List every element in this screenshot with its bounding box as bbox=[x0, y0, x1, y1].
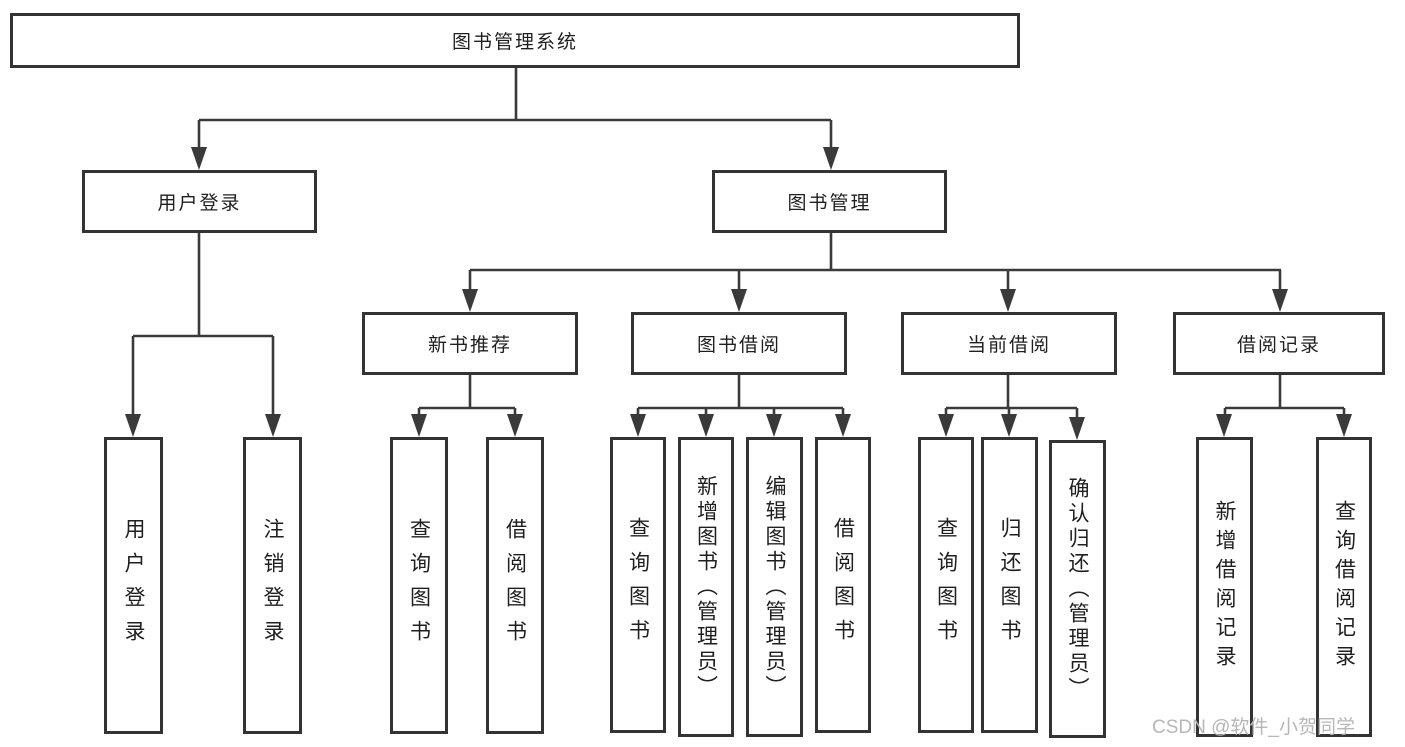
leaf-user-login: 用户登录 bbox=[104, 437, 163, 734]
leaf-add-books-admin: 新增图书（管理员） bbox=[678, 437, 734, 737]
node-root: 图书管理系统 bbox=[10, 13, 1020, 68]
node-book-borrow-label: 图书借阅 bbox=[696, 335, 781, 356]
leaf-add-books-admin-label: 新增图书（管理员） bbox=[694, 474, 718, 700]
leaf-add-borrow-record: 新增借阅记录 bbox=[1196, 437, 1253, 737]
leaf-borrow-books: 借阅图书 bbox=[815, 437, 871, 733]
node-book-borrow: 图书借阅 bbox=[631, 312, 847, 375]
watermark: CSDN @软件_小贺同学 bbox=[1152, 717, 1355, 738]
node-user-login-label: 用户登录 bbox=[157, 193, 242, 214]
leaf-recommend-borrow-books: 借阅图书 bbox=[486, 437, 544, 734]
leaf-user-login-label: 用户登录 bbox=[122, 517, 145, 654]
node-book-management: 图书管理 bbox=[712, 170, 947, 233]
leaf-edit-books-admin-label: 编辑图书（管理员） bbox=[763, 474, 786, 700]
node-book-management-label: 图书管理 bbox=[787, 193, 872, 214]
arrowheads bbox=[125, 147, 1352, 440]
leaf-logout: 注销登录 bbox=[243, 437, 302, 734]
leaf-recommend-query-books-label: 查询图书 bbox=[407, 517, 431, 654]
leaf-recommend-query-books: 查询图书 bbox=[390, 437, 448, 734]
leaf-logout-label: 注销登录 bbox=[261, 517, 284, 654]
leaf-borrow-query-books: 查询图书 bbox=[610, 437, 666, 733]
node-borrow-record: 借阅记录 bbox=[1173, 312, 1385, 375]
node-current-borrow: 当前借阅 bbox=[901, 312, 1117, 375]
leaf-borrow-query-books-label: 查询图书 bbox=[626, 517, 650, 653]
node-current-borrow-label: 当前借阅 bbox=[966, 335, 1051, 356]
leaf-current-query-books-label: 查询图书 bbox=[934, 517, 958, 653]
leaf-current-query-books: 查询图书 bbox=[918, 437, 974, 733]
leaf-return-books: 归还图书 bbox=[981, 437, 1038, 733]
leaf-recommend-borrow-books-label: 借阅图书 bbox=[503, 517, 527, 654]
node-new-book-recommend-label: 新书推荐 bbox=[427, 335, 512, 356]
leaf-return-books-label: 归还图书 bbox=[998, 517, 1021, 653]
leaf-confirm-return-admin: 确认归还（管理员） bbox=[1049, 440, 1106, 738]
leaf-borrow-books-label: 借阅图书 bbox=[831, 517, 855, 653]
node-borrow-record-label: 借阅记录 bbox=[1236, 335, 1321, 356]
node-user-login: 用户登录 bbox=[82, 170, 317, 233]
leaf-query-borrow-record-label: 查询借阅记录 bbox=[1332, 500, 1356, 674]
leaf-confirm-return-admin-label: 确认归还（管理员） bbox=[1066, 476, 1089, 702]
leaf-add-borrow-record-label: 新增借阅记录 bbox=[1213, 500, 1236, 674]
node-root-label: 图书管理系统 bbox=[451, 32, 578, 53]
node-new-book-recommend: 新书推荐 bbox=[362, 312, 578, 375]
leaf-query-borrow-record: 查询借阅记录 bbox=[1316, 437, 1372, 737]
leaf-edit-books-admin: 编辑图书（管理员） bbox=[746, 437, 803, 737]
